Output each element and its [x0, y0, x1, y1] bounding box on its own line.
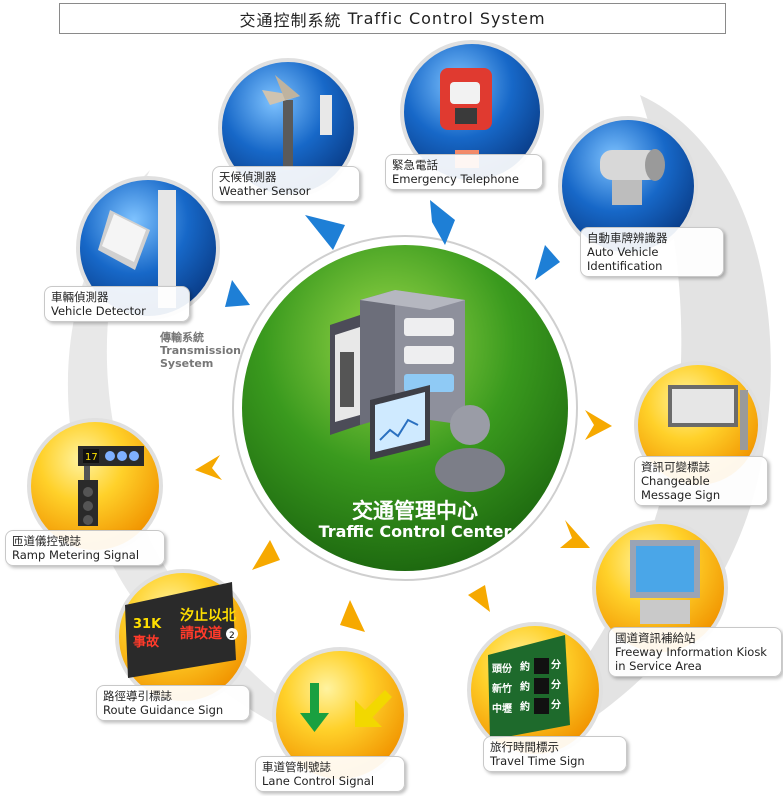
route-incident: 事故 — [133, 634, 160, 650]
route-line2: 請改道 — [180, 625, 222, 642]
ramp-light — [129, 451, 139, 461]
travel-word: 約 — [520, 700, 530, 713]
weather-sensor-label: 天候偵測器 Weather Sensor — [212, 166, 360, 202]
emergency-telephone-label: 緊急電話 Emergency Telephone — [385, 154, 543, 190]
travel-time-sign-label: 旅行時間標示 Travel Time Sign — [483, 736, 627, 772]
travel-word: 約 — [520, 660, 530, 673]
ramp-light — [117, 451, 127, 461]
route-distance: 31K — [133, 617, 162, 632]
center-title-en: Traffic Control Center — [290, 522, 540, 541]
route-guidance-sign-label: 路徑導引標誌 Route Guidance Sign — [96, 685, 250, 721]
travel-place: 頭份 — [492, 662, 513, 675]
lane-control-signal-label: 車道管制號誌 Lane Control Signal — [255, 756, 405, 792]
travel-place: 中壢 — [492, 702, 512, 715]
travel-unit: 分 — [551, 658, 561, 671]
auto-vehicle-id-label: 自動車牌辨識器 Auto Vehicle Identification — [580, 227, 724, 277]
route-line1: 汐止以北 — [180, 607, 236, 624]
travel-digit-box — [534, 658, 549, 674]
changeable-message-sign-label: 資訊可變標誌 Changeable Message Sign — [634, 456, 768, 506]
vehicle-detector-label: 車輛偵測器 Vehicle Detector — [44, 286, 190, 322]
travel-unit: 分 — [551, 698, 561, 711]
ramp-number: 17 — [85, 452, 98, 463]
travel-word: 約 — [520, 680, 530, 693]
ramp-light — [105, 451, 115, 461]
travel-unit: 分 — [551, 678, 561, 691]
ramp-metering-signal-label: 匝道儀控號誌 Ramp Metering Signal — [5, 530, 165, 566]
freeway-kiosk-label: 國道資訊補給站 Freeway Information Kiosk in Ser… — [608, 627, 782, 677]
travel-place: 新竹 — [492, 682, 512, 695]
travel-digit-box — [534, 678, 549, 694]
center-title-zh: 交通管理中心 — [290, 495, 540, 525]
route-number: 2 — [229, 631, 235, 641]
transmission-label: 傳輸系統 Transmission Sysetem — [160, 331, 241, 370]
travel-digit-box — [534, 698, 549, 714]
